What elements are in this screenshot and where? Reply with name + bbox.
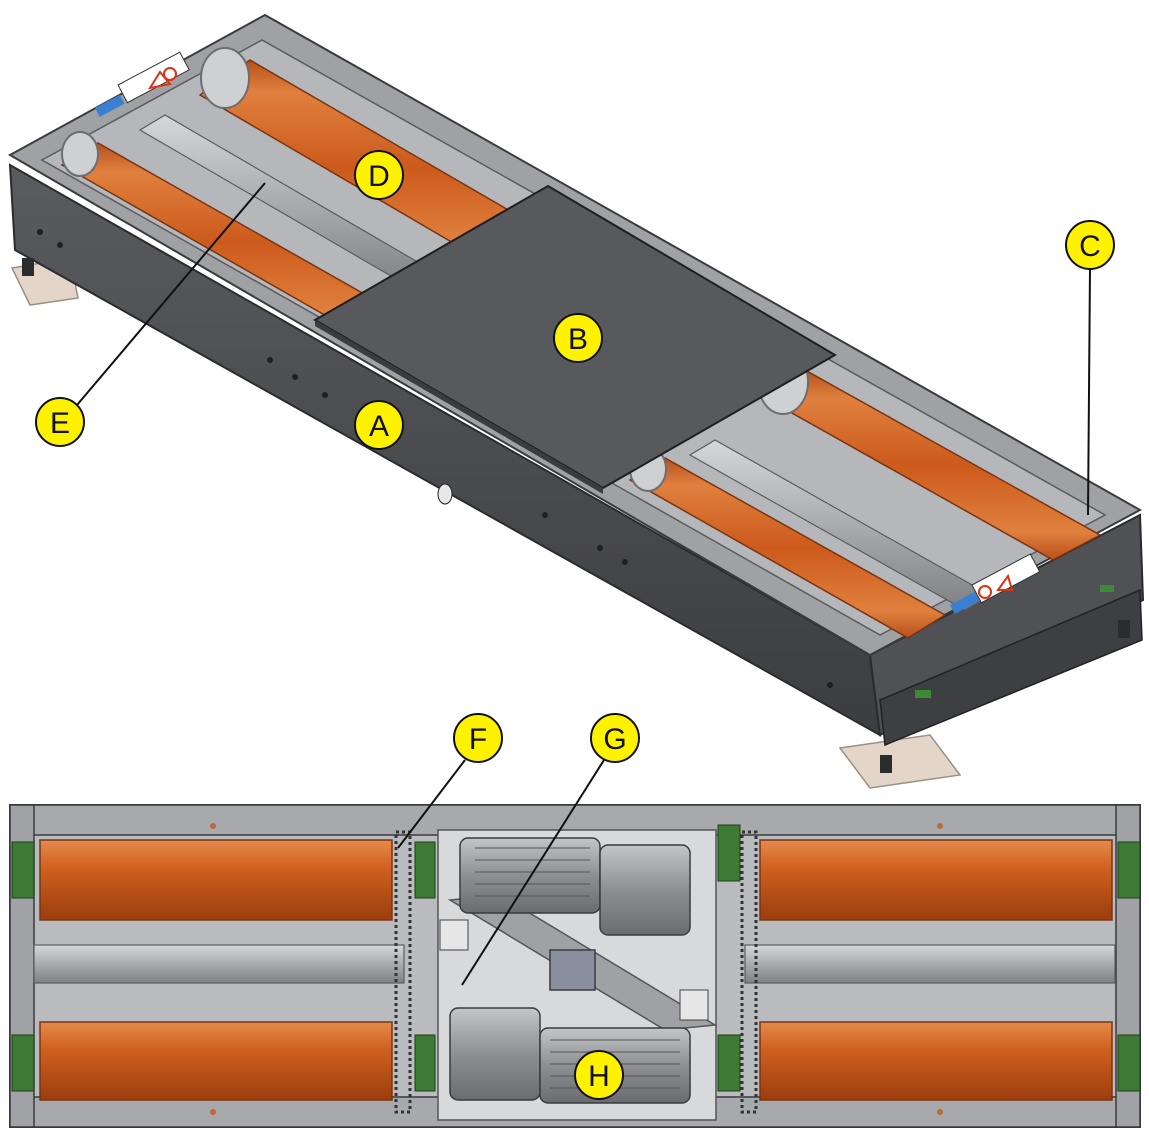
- callout-g: G: [590, 713, 640, 763]
- end-panel-tab: [915, 690, 931, 698]
- leader-line-f: [397, 759, 466, 849]
- base-plate-right: [838, 734, 962, 789]
- roller-plan-bottom-left: [39, 1021, 393, 1101]
- center-cover-plate-edge: [315, 320, 603, 494]
- foot: [22, 258, 34, 276]
- plan-view: [9, 804, 1141, 1128]
- svg-text:F: F: [469, 723, 487, 756]
- mount-bracket: [679, 989, 709, 1021]
- svg-text:B: B: [568, 323, 588, 356]
- end-panel-tab: [1100, 585, 1114, 592]
- frame-understructure: [879, 588, 1143, 747]
- shaft-plan-left: [33, 944, 405, 984]
- foot: [1118, 620, 1130, 638]
- callouts: A B C D E F G H: [35, 150, 1115, 1100]
- roller-plan-bottom-right: [759, 1021, 1113, 1101]
- rail-markers: [210, 823, 943, 1115]
- junction-box: [549, 949, 596, 991]
- callout-b: B: [553, 313, 603, 363]
- front-panel-holes: [37, 229, 833, 688]
- drive-chain-right: [740, 830, 758, 1114]
- callout-e: E: [35, 397, 85, 447]
- svg-text:D: D: [368, 160, 390, 193]
- foot: [880, 755, 892, 773]
- svg-text:C: C: [1079, 230, 1101, 263]
- drive-chain-left: [394, 830, 412, 1114]
- shaft-plan-right: [744, 944, 1116, 984]
- roller-plan-top-left: [39, 839, 393, 921]
- svg-text:G: G: [603, 723, 626, 756]
- callout-d: D: [354, 150, 404, 200]
- leader-lines: [76, 182, 1091, 986]
- leader-line-e: [76, 182, 266, 406]
- leader-line-g: [461, 759, 605, 986]
- svg-text:E: E: [50, 407, 70, 440]
- callout-f: F: [453, 713, 503, 763]
- callout-a: A: [354, 400, 404, 450]
- bearing-blocks: [11, 824, 1141, 1092]
- leader-line-c: [1087, 267, 1091, 516]
- mount-bracket: [439, 919, 469, 951]
- warning-sticker-icon: [950, 553, 1041, 614]
- warning-sticker-icon: [94, 51, 190, 117]
- svg-text:H: H: [588, 1060, 610, 1093]
- svg-text:A: A: [369, 410, 389, 443]
- isometric-view: [7, 13, 1145, 789]
- roller-plan-top-right: [759, 839, 1113, 921]
- callout-h: H: [574, 1050, 624, 1100]
- callout-c: C: [1065, 220, 1115, 270]
